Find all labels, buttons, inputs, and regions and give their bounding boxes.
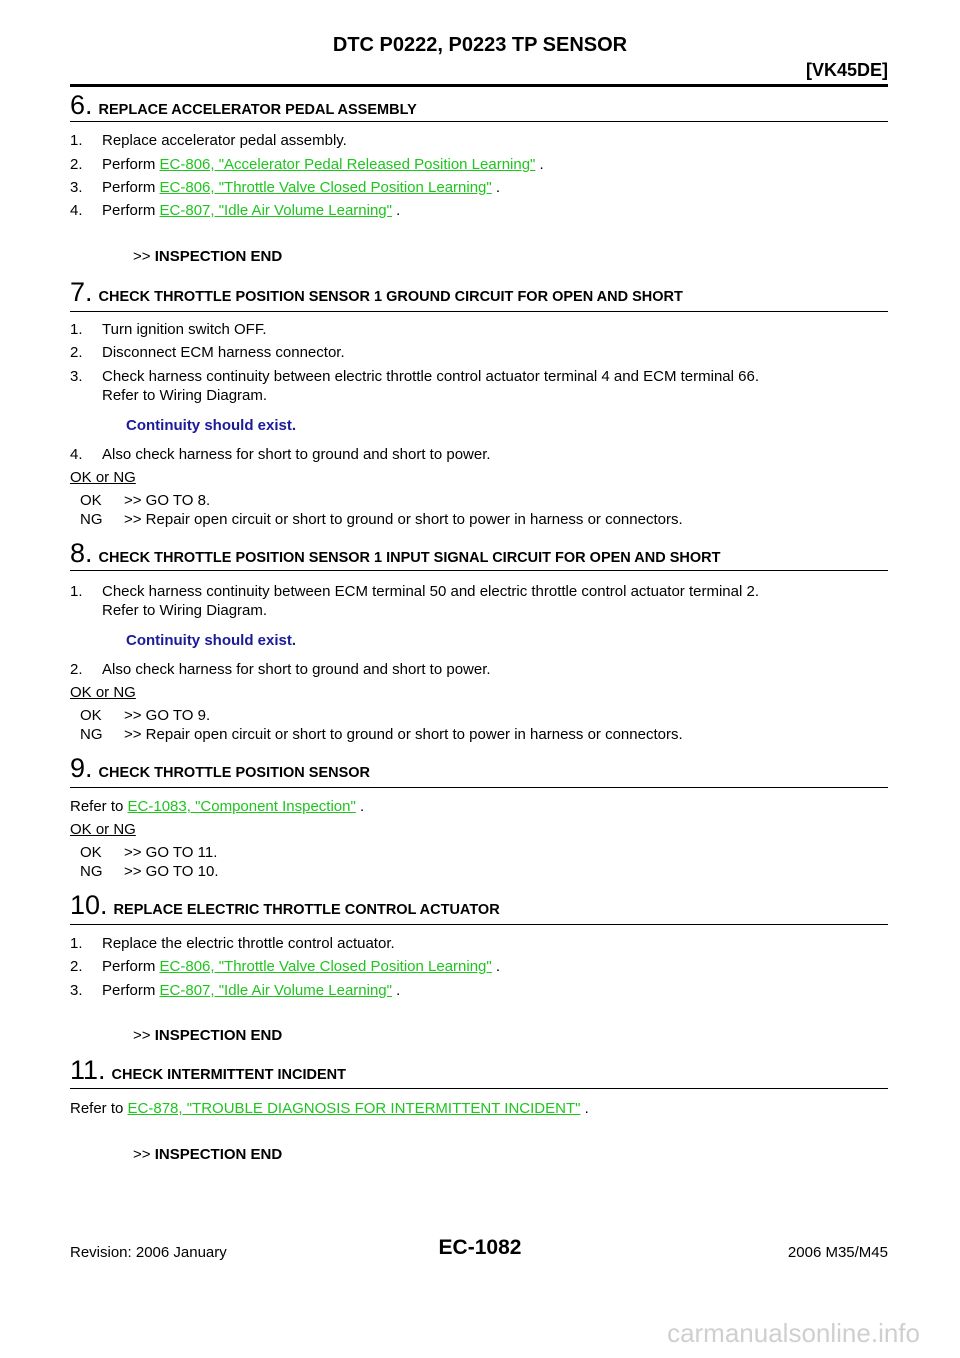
engine-model-label: [VK45DE] — [805, 60, 888, 80]
ok-or-ng-label: OK or NG — [70, 469, 136, 486]
vehicle-label: 2006 M35/M45 — [787, 1244, 888, 1261]
result-ok: OK>> GO TO 8. — [80, 492, 211, 509]
step-11-heading: 11. CHECK INTERMITTENT INCIDENT — [70, 1055, 346, 1086]
step-6-heading: 6. REPLACE ACCELERATOR PEDAL ASSEMBLY — [70, 90, 417, 121]
link-component-inspection[interactable]: EC-1083, "Component Inspection" — [127, 798, 356, 815]
list-item-continuation: Refer to Wiring Diagram. — [102, 602, 268, 619]
ok-or-ng-label: OK or NG — [70, 684, 136, 701]
link-idle-air-volume-learning[interactable]: EC-807, "Idle Air Volume Learning" — [159, 202, 392, 219]
list-item: 2.Perform EC-806, "Accelerator Pedal Rel… — [70, 156, 544, 173]
list-item: 1.Replace accelerator pedal assembly. — [70, 132, 347, 149]
list-item-continuation: Refer to Wiring Diagram. — [102, 387, 268, 404]
continuity-spec: Continuity should exist. — [126, 632, 297, 649]
inspection-end: >> INSPECTION END — [133, 248, 283, 265]
step-number: 8. — [70, 538, 93, 568]
step-title: REPLACE ELECTRIC THROTTLE CONTROL ACTUAT… — [113, 902, 500, 918]
result-ok: OK>> GO TO 11. — [80, 844, 218, 861]
list-item: 2.Also check harness for short to ground… — [70, 661, 491, 678]
step-8-heading: 8. CHECK THROTTLE POSITION SENSOR 1 INPUT… — [70, 538, 720, 569]
ok-or-ng-label: OK or NG — [70, 821, 136, 838]
result-ng: NG>> Repair open circuit or short to gro… — [80, 726, 683, 743]
reference-line: Refer to EC-1083, "Component Inspection"… — [70, 798, 365, 815]
list-item: 1.Check harness continuity between ECM t… — [70, 583, 759, 600]
list-item: 1.Turn ignition switch OFF. — [70, 321, 267, 338]
list-item: 4.Also check harness for short to ground… — [70, 446, 491, 463]
continuity-spec: Continuity should exist. — [126, 417, 297, 434]
list-item: 3.Check harness continuity between elect… — [70, 368, 759, 385]
list-item: 3.Perform EC-806, "Throttle Valve Closed… — [70, 179, 501, 196]
page-title: DTC P0222, P0223 TP SENSOR — [332, 34, 628, 56]
inspection-end: >> INSPECTION END — [133, 1027, 283, 1044]
watermark: carmanualsonline.info — [667, 1318, 920, 1348]
step-number: 6. — [70, 90, 93, 120]
step-number: 10. — [70, 890, 108, 920]
header-divider — [70, 84, 888, 87]
result-ng: NG>> Repair open circuit or short to gro… — [80, 511, 683, 528]
link-intermittent-incident[interactable]: EC-878, "TROUBLE DIAGNOSIS FOR INTERMITT… — [127, 1100, 581, 1117]
result-ok: OK>> GO TO 9. — [80, 707, 211, 724]
step-divider — [70, 1088, 888, 1089]
list-item: 2.Disconnect ECM harness connector. — [70, 344, 345, 361]
step-title: REPLACE ACCELERATOR PEDAL ASSEMBLY — [98, 102, 417, 118]
inspection-end: >> INSPECTION END — [133, 1146, 283, 1163]
list-item: 4.Perform EC-807, "Idle Air Volume Learn… — [70, 202, 401, 219]
step-title: CHECK THROTTLE POSITION SENSOR 1 INPUT S… — [98, 550, 721, 566]
list-item: 3.Perform EC-807, "Idle Air Volume Learn… — [70, 982, 401, 999]
link-accelerator-pedal-learning[interactable]: EC-806, "Accelerator Pedal Released Posi… — [159, 156, 536, 173]
step-title: CHECK THROTTLE POSITION SENSOR 1 GROUND … — [98, 289, 683, 305]
step-divider — [70, 924, 888, 925]
step-divider — [70, 570, 888, 571]
step-number: 7. — [70, 277, 93, 307]
link-idle-air-volume-learning[interactable]: EC-807, "Idle Air Volume Learning" — [159, 982, 392, 999]
step-number: 9. — [70, 753, 93, 783]
step-title: CHECK THROTTLE POSITION SENSOR — [98, 765, 371, 781]
page-number: EC-1082 — [438, 1236, 522, 1259]
step-divider — [70, 787, 888, 788]
result-ng: NG>> GO TO 10. — [80, 863, 219, 880]
revision-label: Revision: 2006 January — [70, 1244, 227, 1261]
step-10-heading: 10. REPLACE ELECTRIC THROTTLE CONTROL ACT… — [70, 890, 500, 921]
step-divider — [70, 121, 888, 122]
step-7-heading: 7. CHECK THROTTLE POSITION SENSOR 1 GROUN… — [70, 277, 683, 308]
step-number: 11. — [70, 1055, 106, 1085]
step-divider — [70, 311, 888, 312]
reference-line: Refer to EC-878, "TROUBLE DIAGNOSIS FOR … — [70, 1100, 589, 1117]
list-item: 1.Replace the electric throttle control … — [70, 935, 395, 952]
step-title: CHECK INTERMITTENT INCIDENT — [111, 1067, 346, 1083]
link-throttle-valve-learning[interactable]: EC-806, "Throttle Valve Closed Position … — [159, 179, 492, 196]
link-throttle-valve-learning[interactable]: EC-806, "Throttle Valve Closed Position … — [159, 958, 492, 975]
list-item: 2.Perform EC-806, "Throttle Valve Closed… — [70, 958, 501, 975]
step-9-heading: 9. CHECK THROTTLE POSITION SENSOR — [70, 753, 370, 784]
